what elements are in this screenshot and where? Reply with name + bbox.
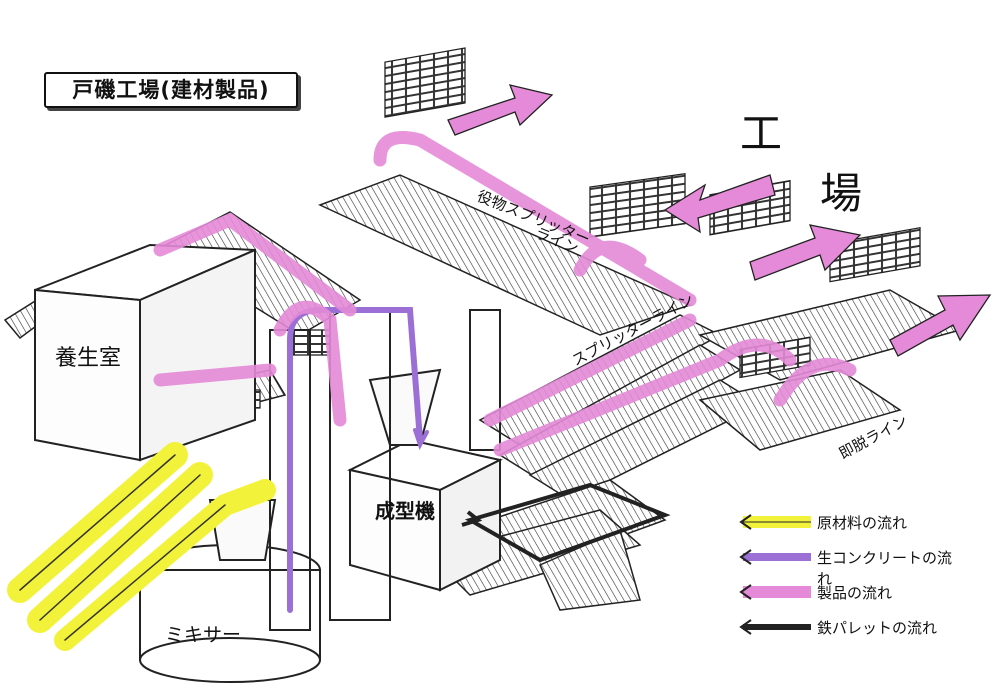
legend-item-raw-material: 原材料の流れ [735, 510, 965, 534]
molding-machine-label: 成型機 [375, 499, 435, 523]
factory-word-2: 場 [820, 169, 863, 218]
legend-label: 製品の流れ [817, 584, 893, 602]
stack-top [384, 47, 466, 118]
arrow-top [447, 84, 554, 136]
page-title: 戸磯工場(建材製品) [44, 72, 298, 108]
mixer-label: ミキサー [165, 624, 242, 646]
legend-item-iron-pallet: 鉄パレットの流れ [735, 615, 965, 639]
black-arrow-icon [739, 619, 811, 635]
factory-word-1: 工 [740, 109, 783, 158]
arrow-right [889, 294, 992, 357]
legend-label: 鉄パレットの流れ [817, 619, 938, 637]
purple-arrow-icon [739, 549, 811, 565]
legend-label: 生コンクリートの流れ [817, 549, 953, 588]
iron-pallet-flow [461, 482, 671, 563]
mixer-box [139, 499, 321, 683]
arrow-in [663, 174, 776, 234]
legend-item-product: 製品の流れ [735, 580, 965, 604]
product-flow [153, 131, 857, 457]
legend-item-fresh-concrete: 生コンクリートの流れ [735, 545, 965, 588]
yellow-arrow-icon [739, 514, 811, 530]
molding-machine-box [347, 368, 503, 592]
curing-room-box [34, 243, 256, 462]
arrow-mid [749, 224, 862, 281]
pink-arrow-icon [739, 584, 811, 600]
curing-room-label: 養生室 [55, 346, 122, 371]
product-outflow-arrows [447, 84, 992, 357]
raw-material-flow [7, 442, 276, 651]
stack-mid [589, 172, 686, 238]
legend-label: 原材料の流れ [817, 514, 908, 532]
